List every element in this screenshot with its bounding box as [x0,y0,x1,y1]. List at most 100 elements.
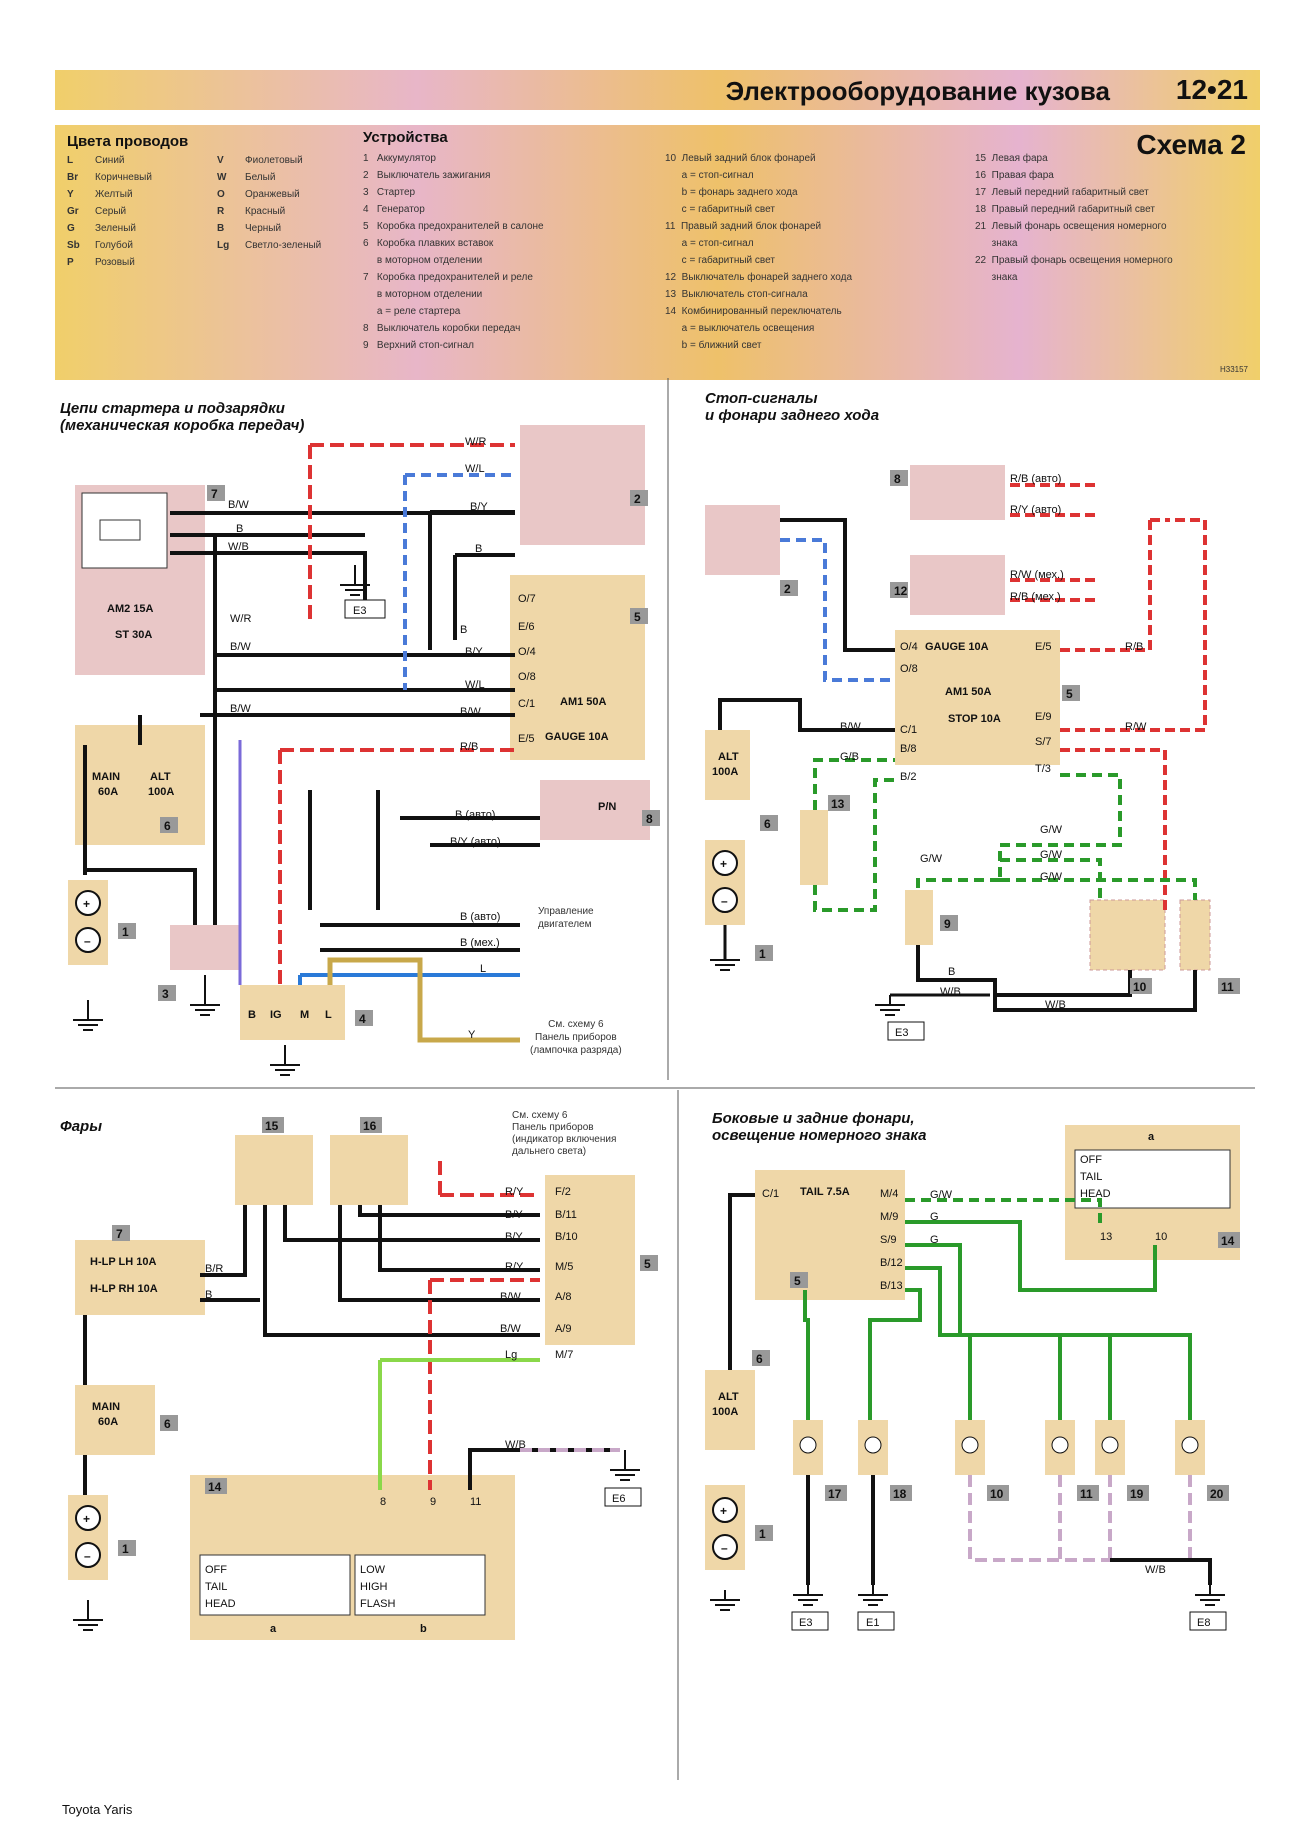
device-list-item: 6 Коробка плавких вставок [363,238,494,249]
svg-text:7: 7 [211,487,218,501]
colors-title: Цвета проводов [67,133,189,150]
svg-text:O/4: O/4 [518,646,536,658]
ground-label-e3-top [344,599,386,619]
component-box-11 [1179,899,1211,971]
wire-color-name: Розовый [95,257,135,268]
svg-text:E/6: E/6 [518,621,535,633]
svg-text:O/8: O/8 [900,663,918,675]
lamp-20 [1175,1420,1205,1475]
svg-text:E3: E3 [895,1027,908,1039]
lamp-17 [793,1420,823,1475]
svg-text:E/5: E/5 [518,733,535,745]
svg-text:B/2: B/2 [900,771,917,783]
device-list-item: a = выключатель освещения [665,323,815,334]
svg-text:2: 2 [634,492,641,506]
svg-text:H-LP RH 10A: H-LP RH 10A [90,1283,158,1295]
ground-label-e6 [604,1487,642,1507]
svg-text:15: 15 [265,1119,279,1133]
svg-text:R/Y: R/Y [505,1261,524,1273]
svg-text:1: 1 [759,1527,766,1541]
page-number: 12•21 [1175,74,1248,105]
wire-color-name: Белый [245,172,276,183]
svg-text:a: a [270,1623,277,1635]
device-list-item: 9 Верхний стоп-сигнал [363,340,474,351]
device-list-item: c = габаритный свет [665,204,775,215]
device-list-item: 1 Аккумулятор [363,153,436,164]
svg-text:19: 19 [1130,1487,1144,1501]
svg-text:20: 20 [1210,1487,1224,1501]
svg-text:B/13: B/13 [880,1280,903,1292]
svg-text:2: 2 [784,582,791,596]
svg-text:E6: E6 [612,1493,625,1505]
wire-color-name: Красный [245,206,286,217]
svg-text:G/B: G/B [840,751,859,763]
svg-text:ALT: ALT [718,751,739,763]
svg-text:B: B [460,624,467,636]
svg-text:B/R: B/R [205,1263,223,1275]
svg-text:W/L: W/L [465,463,485,475]
svg-text:–: – [721,894,728,908]
svg-text:–: – [84,1549,91,1563]
svg-text:A/8: A/8 [555,1291,572,1303]
device-list-item: 7 Коробка предохранителей и реле [363,272,533,283]
svg-text:16: 16 [363,1119,377,1133]
svg-text:B: B [236,523,243,535]
lamp-10 [955,1420,985,1475]
legend-code: H33157 [1219,365,1248,374]
svg-text:5: 5 [644,1257,651,1271]
svg-text:R/W: R/W [1125,721,1147,733]
svg-text:E8: E8 [1197,1617,1210,1629]
svg-text:M/9: M/9 [880,1211,898,1223]
device-list-item: в моторном отделении [363,255,483,266]
svg-text:B/W: B/W [228,499,249,511]
svg-text:E1: E1 [866,1617,879,1629]
component-box-6-right [705,730,750,800]
svg-text:G: G [930,1234,939,1246]
device-list-item: 22 Правый фонарь освещения номерного [975,255,1173,266]
svg-text:ST 30A: ST 30A [115,629,152,641]
wire-color-code: P [67,257,74,268]
svg-text:W/B: W/B [1045,999,1066,1011]
svg-text:B/Y: B/Y [465,646,483,658]
svg-text:W/B: W/B [1145,1564,1166,1576]
device-list-item: 15 Левая фара [975,153,1048,164]
svg-text:W/R: W/R [465,436,486,448]
wire-color-code: Br [67,172,79,183]
svg-text:TAIL: TAIL [1080,1171,1102,1183]
svg-text:O/4: O/4 [900,641,918,653]
device-list-item: 21 Левый фонарь освещения номерного [975,221,1167,232]
headlights-circuit: E6 + – 15 16 7 5 6 1 14 H-LP LH 10A H-LP… [68,1117,658,1640]
component-box-6-bottom [75,1385,155,1455]
svg-text:OFF: OFF [1080,1154,1102,1166]
wire-color-code: B [217,223,225,234]
svg-text:60A: 60A [98,786,118,798]
svg-text:W/L: W/L [465,679,485,691]
note-engine-control: Управление двигателем [538,906,594,930]
lamp-11 [1045,1420,1075,1475]
svg-text:M: M [300,1009,309,1021]
device-list-item: b = ближний свет [665,340,762,351]
svg-text:S/7: S/7 [1035,736,1052,748]
wire-color-name: Зеленый [95,223,136,234]
svg-text:1: 1 [122,1542,129,1556]
svg-text:P/N: P/N [598,801,616,813]
component-box-5 [510,575,645,760]
svg-text:6: 6 [164,819,171,833]
svg-text:L: L [480,963,486,975]
svg-text:T/3: T/3 [1035,763,1051,775]
ground-label-e3-bottom [791,1611,829,1631]
svg-text:+: + [720,857,727,871]
svg-text:G/W: G/W [930,1189,953,1201]
component-box-2-right [705,505,780,575]
note-see-scheme6-gen: См. схему 6 Панель приборов (лампочка ра… [530,1019,622,1056]
svg-text:R/Y: R/Y [505,1186,524,1198]
svg-text:S/9: S/9 [880,1234,897,1246]
svg-text:100A: 100A [712,1406,738,1418]
svg-text:B (авто): B (авто) [460,911,500,923]
svg-text:ALT: ALT [718,1391,739,1403]
devices-title: Устройства [363,129,448,146]
wire-color-name: Фиолетовый [245,155,303,166]
lamp-19 [1095,1420,1125,1475]
svg-text:R/W (мех.): R/W (мех.) [1010,569,1064,581]
svg-text:R/Y (авто): R/Y (авто) [1010,504,1061,516]
